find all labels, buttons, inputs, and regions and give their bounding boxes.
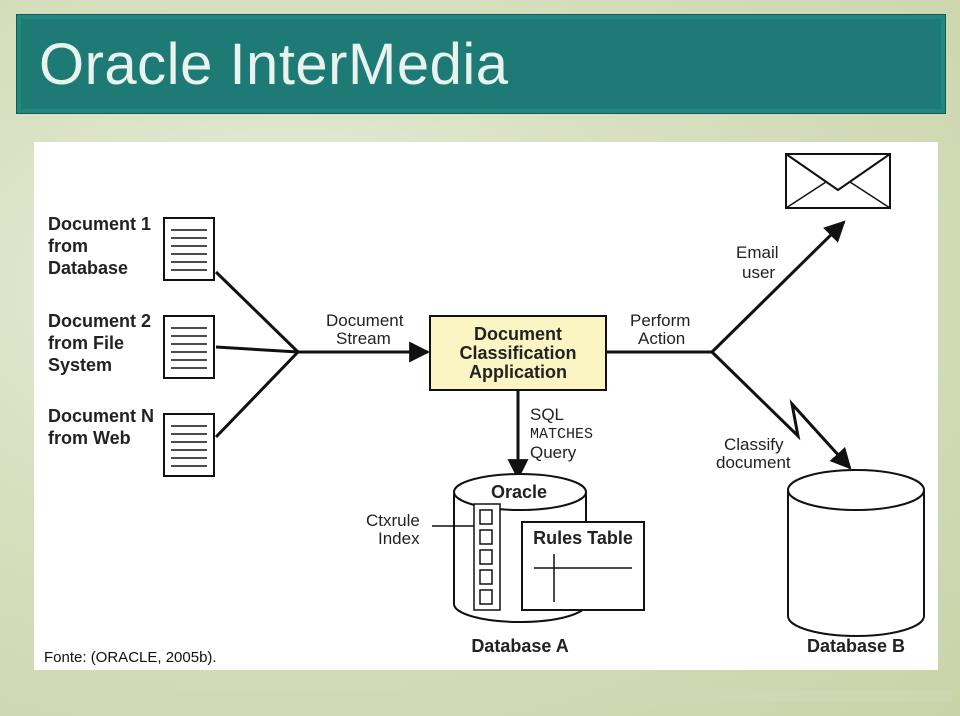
document-n-label-1: Document N [48, 406, 154, 426]
sql-label-1: SQL [530, 405, 564, 424]
perform-label-2: Action [638, 329, 685, 348]
ctxrule-label-2: Index [378, 529, 420, 548]
document-n-label-2: from Web [48, 428, 131, 448]
app-label-3: Application [469, 362, 567, 382]
document-1-label-2: from [48, 236, 88, 256]
document-2-label-2: from File [48, 333, 124, 353]
email-label-2: user [742, 263, 775, 282]
sql-label-2: MATCHES [530, 426, 593, 443]
document-stream-lines [214, 270, 431, 439]
ctxrule-index-column [473, 503, 501, 611]
document-n-icon [163, 413, 215, 477]
document-1-label-1: Document 1 [48, 214, 151, 234]
app-label-1: Document [474, 324, 562, 344]
sql-label-3: Query [530, 443, 577, 462]
rules-table [521, 521, 645, 611]
app-label-2: Classification [459, 343, 576, 363]
classify-label-1: Classify [724, 435, 784, 454]
email-label-1: Email [736, 243, 779, 262]
diagram-panel: Document 1 from Database Document 2 from… [34, 142, 938, 670]
document-1-label-3: Database [48, 258, 128, 278]
document-1-icon [163, 217, 215, 281]
source-caption: Fonte: (ORACLE, 2005b). [44, 649, 217, 666]
classify-label-2: document [716, 453, 791, 472]
stream-label-2: Stream [336, 329, 391, 348]
stream-label-1: Document [326, 311, 404, 330]
database-b-label: Database B [807, 636, 905, 656]
rules-table-label: Rules Table [533, 528, 633, 548]
ctxrule-label-1: Ctxrule [366, 511, 420, 530]
perform-label-1: Perform [630, 311, 690, 330]
title-bar: Oracle InterMedia [16, 14, 946, 114]
document-2-label-1: Document 2 [48, 311, 151, 331]
bottom-band [8, 690, 952, 702]
envelope-icon [785, 153, 891, 209]
action-lines [606, 220, 852, 470]
database-b-cylinder [787, 469, 925, 637]
document-2-label-3: System [48, 355, 112, 375]
database-a-label: Database A [471, 636, 568, 656]
oracle-label: Oracle [491, 482, 547, 502]
document-2-icon [163, 315, 215, 379]
slide-title: Oracle InterMedia [39, 32, 509, 97]
classification-app-box [429, 315, 607, 391]
classification-diagram: Document 1 from Database Document 2 from… [48, 153, 925, 656]
